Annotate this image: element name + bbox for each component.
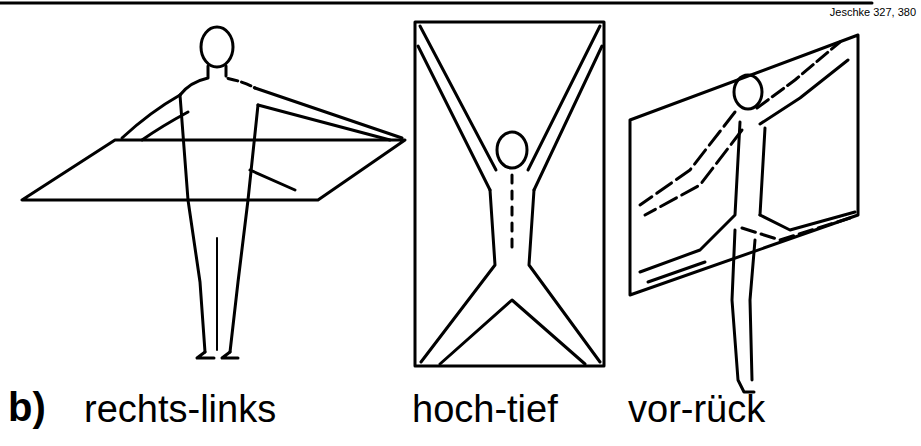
sagittal-plane-figure [630, 35, 858, 392]
transverse-plane-figure [22, 27, 405, 358]
source-note: Jeschke 327, 380 [830, 7, 916, 18]
top-rule [0, 2, 872, 5]
plane-label: rechts-links [84, 390, 276, 428]
plane-label: vor-rück [628, 390, 765, 428]
frontal-plane-figure [415, 22, 604, 366]
panel-letter: b) [8, 387, 46, 427]
plane-label: hoch-tief [412, 390, 558, 428]
